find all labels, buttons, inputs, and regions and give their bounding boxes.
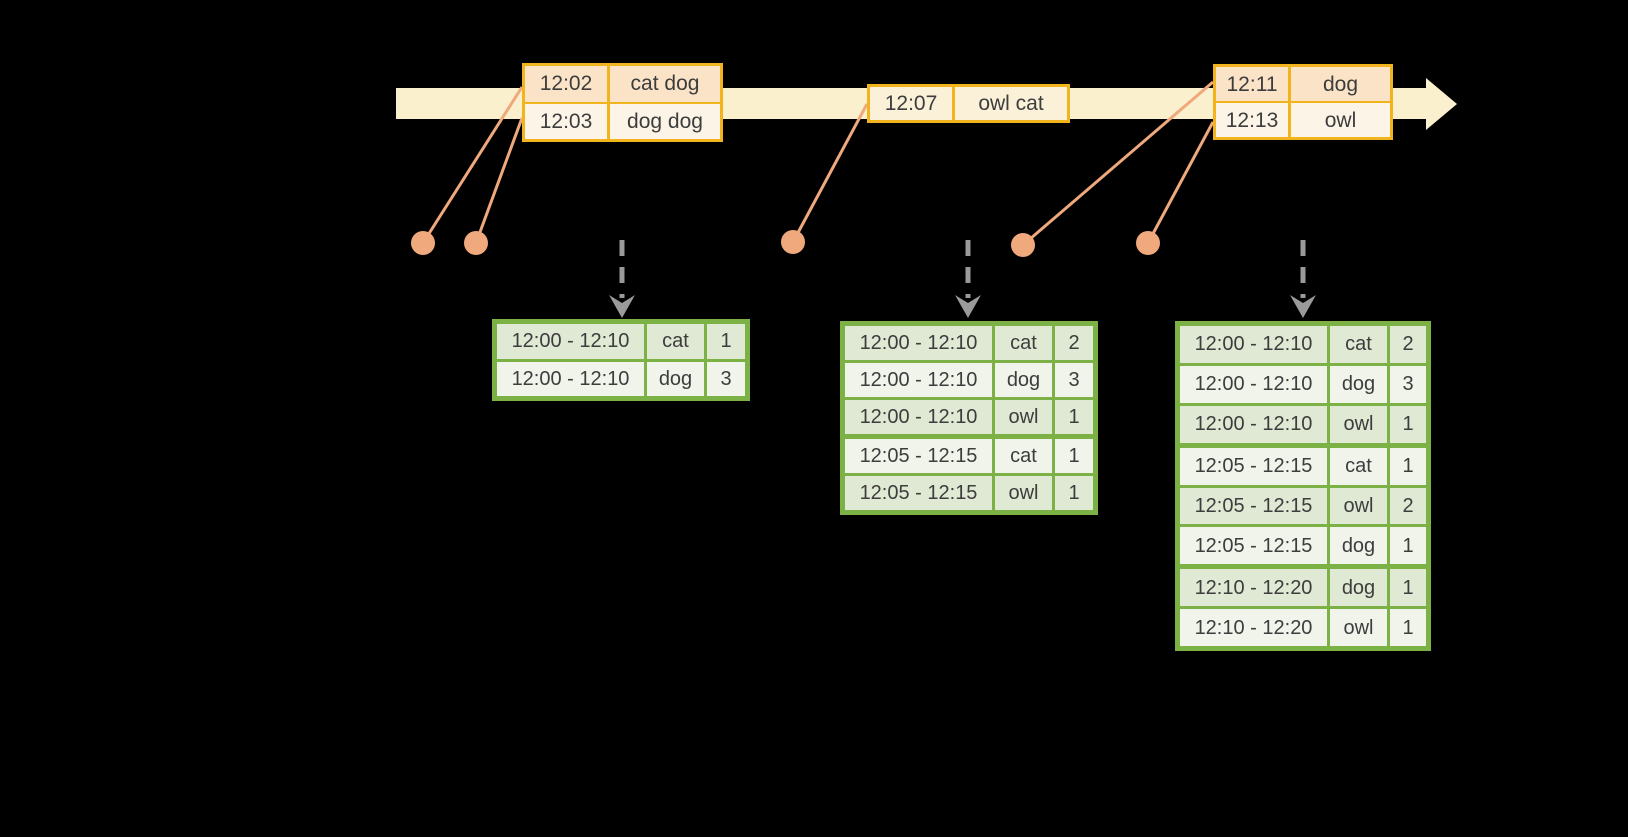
- window-cell: 12:00 - 12:10: [845, 363, 992, 397]
- event-dot: [1011, 233, 1035, 257]
- result-row: 12:00 - 12:10 owl 1: [1180, 405, 1426, 443]
- event-row: 12:11 dog: [1216, 67, 1390, 101]
- result-row: 12:00 - 12:10 dog 3: [845, 363, 1093, 397]
- word-cell: cat: [1330, 447, 1387, 485]
- event-words-cell: owl: [1291, 103, 1390, 137]
- event-row: 12:02 cat dog: [525, 66, 720, 102]
- event-dot: [464, 231, 488, 255]
- word-cell: owl: [995, 400, 1052, 434]
- word-cell: owl: [995, 476, 1052, 510]
- word-cell: dog: [647, 361, 704, 396]
- count-cell: 2: [1055, 326, 1093, 360]
- result-row: 12:05 - 12:15 cat 1: [845, 439, 1093, 473]
- count-cell: 2: [1390, 326, 1426, 363]
- window-cell: 12:00 - 12:10: [845, 326, 992, 360]
- event-dot: [1136, 231, 1160, 255]
- word-cell: dog: [995, 363, 1052, 397]
- window-cell: 12:05 - 12:15: [1180, 447, 1327, 485]
- event-words-cell: dog: [1291, 67, 1390, 101]
- event-words-cell: owl cat: [955, 87, 1067, 120]
- result-row: 12:00 - 12:10 dog 3: [497, 361, 745, 396]
- result-row: 12:05 - 12:15 owl 1: [845, 476, 1093, 510]
- window-cell: 12:05 - 12:15: [845, 476, 992, 510]
- trigger-arrowhead-icon: [955, 295, 981, 318]
- window-cell: 12:00 - 12:10: [845, 400, 992, 434]
- count-cell: 1: [1055, 400, 1093, 434]
- window-cell: 12:00 - 12:10: [497, 361, 644, 396]
- connector-line: [474, 117, 524, 244]
- event-dot: [781, 230, 805, 254]
- count-cell: 1: [1390, 405, 1426, 443]
- word-cell: owl: [1330, 487, 1387, 525]
- result-row: 12:05 - 12:15 cat 1: [1180, 447, 1426, 485]
- trigger-arrowhead-icon: [609, 295, 635, 318]
- event-words-cell: dog dog: [610, 103, 720, 139]
- word-cell: dog: [1330, 569, 1387, 607]
- event-time-cell: 12:02: [525, 66, 607, 102]
- result-row: 12:00 - 12:10 cat 2: [1180, 326, 1426, 363]
- result-row: 12:10 - 12:20 owl 1: [1180, 609, 1426, 646]
- event-table-3: 12:11 dog 12:13 owl: [1213, 64, 1393, 140]
- result-row: 12:05 - 12:15 dog 1: [1180, 527, 1426, 565]
- window-cell: 12:00 - 12:10: [1180, 405, 1327, 443]
- word-cell: cat: [995, 439, 1052, 473]
- count-cell: 2: [1390, 487, 1426, 525]
- event-time-cell: 12:03: [525, 103, 607, 139]
- event-time-cell: 12:07: [870, 87, 952, 120]
- event-time-cell: 12:13: [1216, 103, 1288, 137]
- word-cell: cat: [995, 326, 1052, 360]
- count-cell: 3: [707, 361, 745, 396]
- word-cell: dog: [1330, 365, 1387, 403]
- event-row: 12:03 dog dog: [525, 103, 720, 139]
- word-cell: cat: [647, 324, 704, 359]
- window-cell: 12:05 - 12:15: [845, 439, 992, 473]
- window-cell: 12:00 - 12:10: [1180, 365, 1327, 403]
- word-cell: owl: [1330, 609, 1387, 646]
- window-cell: 12:05 - 12:15: [1180, 487, 1327, 525]
- result-table-1: 12:00 - 12:10 cat 1 12:00 - 12:10 dog 3: [492, 319, 750, 401]
- connector-line: [791, 103, 869, 243]
- word-cell: dog: [1330, 527, 1387, 565]
- count-cell: 1: [1390, 569, 1426, 607]
- result-table-3: 12:00 - 12:10 cat 2 12:00 - 12:10 dog 3 …: [1175, 321, 1431, 651]
- connector-line: [1022, 80, 1214, 247]
- count-cell: 1: [1390, 447, 1426, 485]
- event-words-cell: cat dog: [610, 66, 720, 102]
- event-table-1: 12:02 cat dog 12:03 dog dog: [522, 63, 723, 142]
- result-row: 12:00 - 12:10 dog 3: [1180, 365, 1426, 403]
- count-cell: 1: [707, 324, 745, 359]
- word-cell: cat: [1330, 326, 1387, 363]
- result-row: 12:00 - 12:10 cat 2: [845, 326, 1093, 360]
- trigger-arrowhead-icon: [1290, 295, 1316, 318]
- count-cell: 1: [1390, 609, 1426, 646]
- result-table-2: 12:00 - 12:10 cat 2 12:00 - 12:10 dog 3 …: [840, 321, 1098, 515]
- count-cell: 1: [1390, 527, 1426, 565]
- result-row: 12:05 - 12:15 owl 2: [1180, 487, 1426, 525]
- count-cell: 1: [1055, 439, 1093, 473]
- event-dot: [411, 231, 435, 255]
- event-time-cell: 12:11: [1216, 67, 1288, 101]
- window-cell: 12:00 - 12:10: [497, 324, 644, 359]
- result-row: 12:10 - 12:20 dog 1: [1180, 569, 1426, 607]
- result-row: 12:00 - 12:10 cat 1: [497, 324, 745, 359]
- connector-line: [421, 86, 524, 244]
- timeline-arrowhead-icon: [1426, 78, 1457, 130]
- window-cell: 12:05 - 12:15: [1180, 527, 1327, 565]
- word-cell: owl: [1330, 405, 1387, 443]
- result-row: 12:00 - 12:10 owl 1: [845, 400, 1093, 434]
- event-row: 12:13 owl: [1216, 103, 1390, 137]
- window-cell: 12:00 - 12:10: [1180, 326, 1327, 363]
- count-cell: 3: [1055, 363, 1093, 397]
- window-cell: 12:10 - 12:20: [1180, 569, 1327, 607]
- event-table-2: 12:07 owl cat: [867, 84, 1070, 123]
- count-cell: 3: [1390, 365, 1426, 403]
- connector-line: [1146, 121, 1215, 244]
- event-row: 12:07 owl cat: [870, 87, 1067, 120]
- count-cell: 1: [1055, 476, 1093, 510]
- window-cell: 12:10 - 12:20: [1180, 609, 1327, 646]
